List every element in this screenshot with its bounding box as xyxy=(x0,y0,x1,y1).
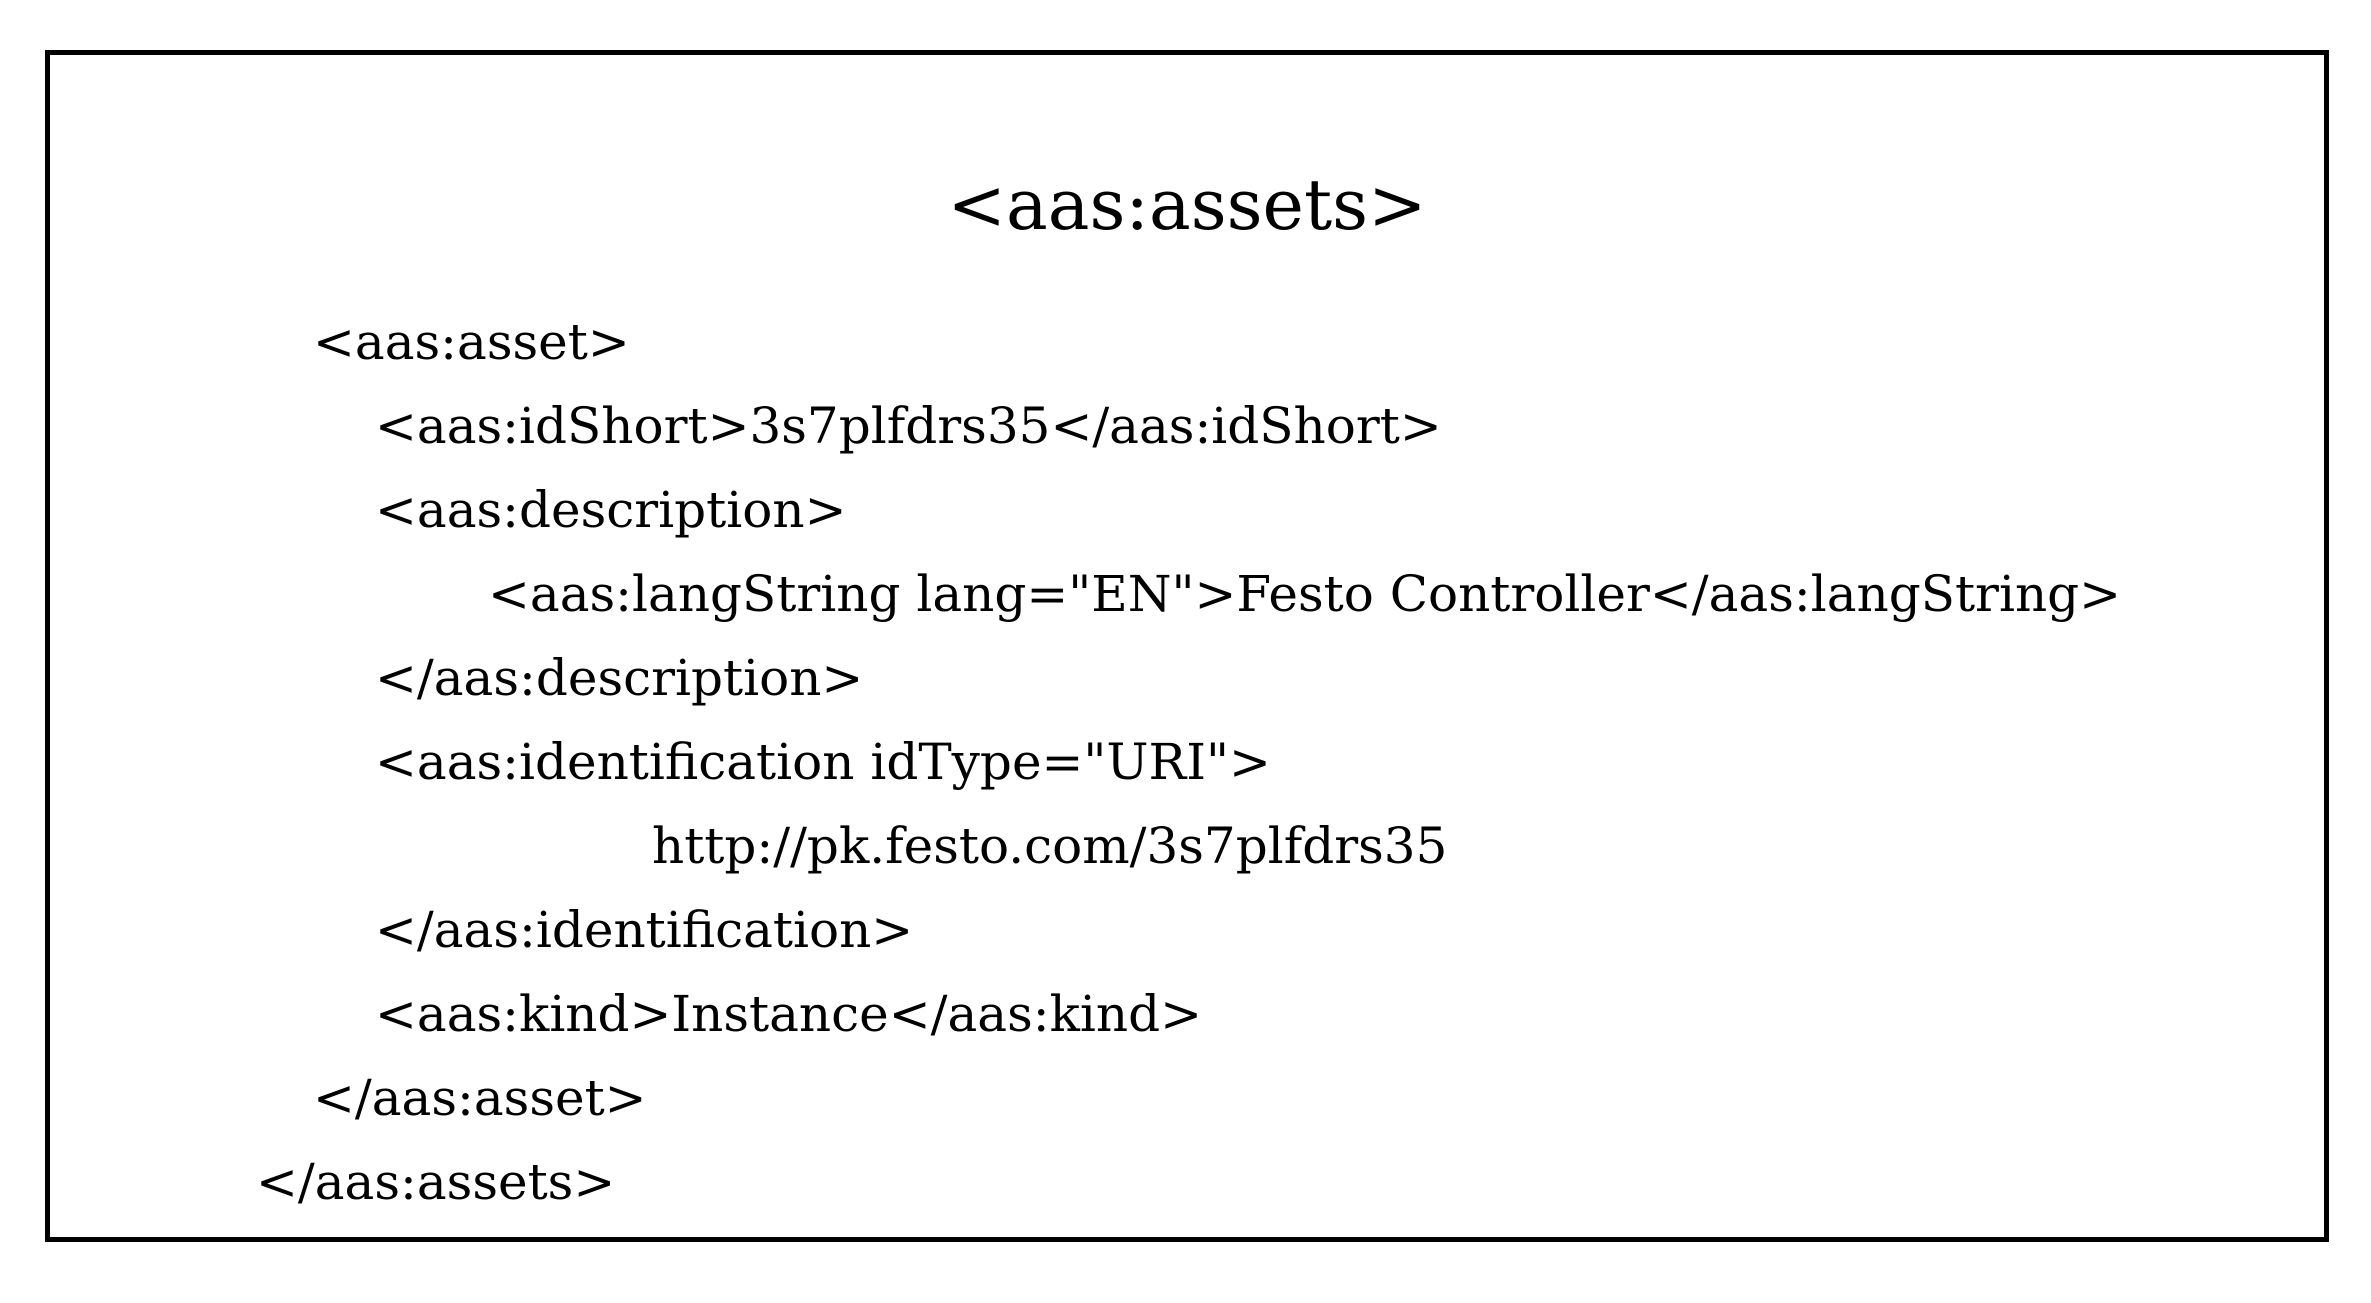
xml-code-line: <aas:description> xyxy=(375,481,847,539)
xml-code-line: <aas:idShort>3s7plfdrs35</aas:idShort> xyxy=(375,397,1442,455)
xml-code-line: <aas:identification idType="URI"> xyxy=(375,733,1271,791)
xml-code-line: <aas:kind>Instance</aas:kind> xyxy=(375,985,1202,1043)
xml-root-tag-title: <aas:assets> xyxy=(947,164,1427,246)
xml-code-line: </aas:identification> xyxy=(375,901,914,959)
xml-code-line: http://pk.festo.com/3s7plfdrs35 xyxy=(652,817,1448,875)
xml-code-line: </aas:description> xyxy=(375,649,864,707)
xml-code-line: </aas:assets> xyxy=(256,1153,616,1211)
xml-code-block: <aas:asset> <aas:idShort>3s7plfdrs35</aas… xyxy=(50,300,2324,1224)
xml-code-line: <aas:langString lang="EN">Festo Controll… xyxy=(488,565,2122,623)
xml-listing-box: <aas:assets> <aas:asset> <aas:idShort>3s7… xyxy=(45,50,2329,1242)
xml-code-line: <aas:asset> xyxy=(313,313,630,371)
xml-code-line: </aas:asset> xyxy=(313,1069,647,1127)
